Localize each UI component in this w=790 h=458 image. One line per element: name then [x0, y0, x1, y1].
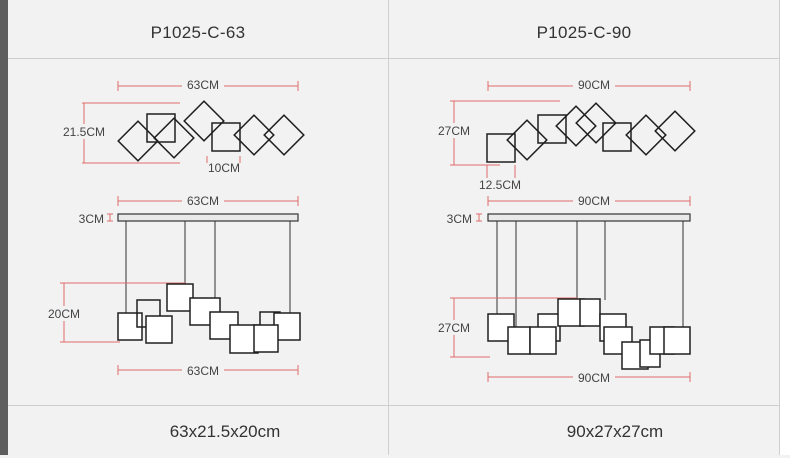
- square-frame: [117, 120, 159, 162]
- right-edge: [780, 0, 790, 455]
- front-view-right: 90CM 3CM 27CM 90CM: [432, 193, 691, 385]
- square-frame: [486, 133, 516, 163]
- square-frame: [603, 326, 633, 355]
- square-frame: [663, 326, 691, 355]
- square-frame: [211, 122, 241, 152]
- square-frame: [654, 110, 696, 152]
- footer-divider: [8, 405, 780, 406]
- front-view-left: 63CM 3CM 20CM 63CM: [42, 193, 301, 378]
- model-title-right: P1025-C-90: [536, 23, 632, 42]
- dimensions-left: 63x21.5x20cm: [169, 422, 281, 441]
- square-frame: [602, 122, 632, 152]
- top-width-label-left: 63CM: [187, 78, 219, 92]
- square-size-label-right: 12.5CM: [479, 178, 521, 192]
- top-view-left: 63CM 21.5CM 10CM: [56, 78, 305, 175]
- dimensions-right: 90x27x27cm: [566, 422, 664, 441]
- top-height-label-left: 21.5CM: [63, 125, 105, 139]
- square-frame: [575, 102, 617, 144]
- bottom-width-label-left: 63CM: [187, 364, 219, 378]
- canopy-width-label-right: 90CM: [578, 194, 610, 208]
- square-frame: [555, 105, 597, 147]
- top-width-label-right: 90CM: [578, 78, 610, 92]
- square-frame: [263, 114, 305, 156]
- side-height-label-left: 20CM: [48, 307, 80, 321]
- model-title-left: P1025-C-63: [150, 23, 246, 42]
- square-frame: [507, 326, 531, 355]
- square-frame: [233, 114, 275, 156]
- square-frame: [506, 119, 548, 161]
- square-frame: [537, 114, 567, 144]
- square-frame: [166, 283, 194, 312]
- square-frame: [579, 298, 601, 327]
- ceiling-canopy: [487, 213, 691, 222]
- square-frame: [183, 100, 225, 142]
- side-height-label-right: 27CM: [438, 321, 470, 335]
- square-frame: [625, 114, 667, 156]
- canopy-width-label-left: 63CM: [187, 194, 219, 208]
- left-edge-bar: [0, 0, 8, 455]
- canopy-height-label-left: 3CM: [79, 212, 104, 226]
- square-frame: [153, 117, 195, 159]
- square-frame: [529, 326, 557, 355]
- square-frame: [146, 113, 176, 143]
- bottom-width-label-right: 90CM: [578, 371, 610, 385]
- column-divider: [388, 0, 389, 455]
- header-divider: [8, 58, 780, 59]
- top-view-right: 90CM 27CM 12.5CM: [432, 78, 696, 192]
- right-border: [779, 0, 780, 455]
- square-frame: [253, 324, 279, 353]
- square-frame: [145, 315, 173, 344]
- top-height-label-right: 27CM: [438, 124, 470, 138]
- ceiling-canopy: [117, 213, 299, 222]
- canopy-height-label-right: 3CM: [447, 212, 472, 226]
- square-size-label-left: 10CM: [208, 161, 240, 175]
